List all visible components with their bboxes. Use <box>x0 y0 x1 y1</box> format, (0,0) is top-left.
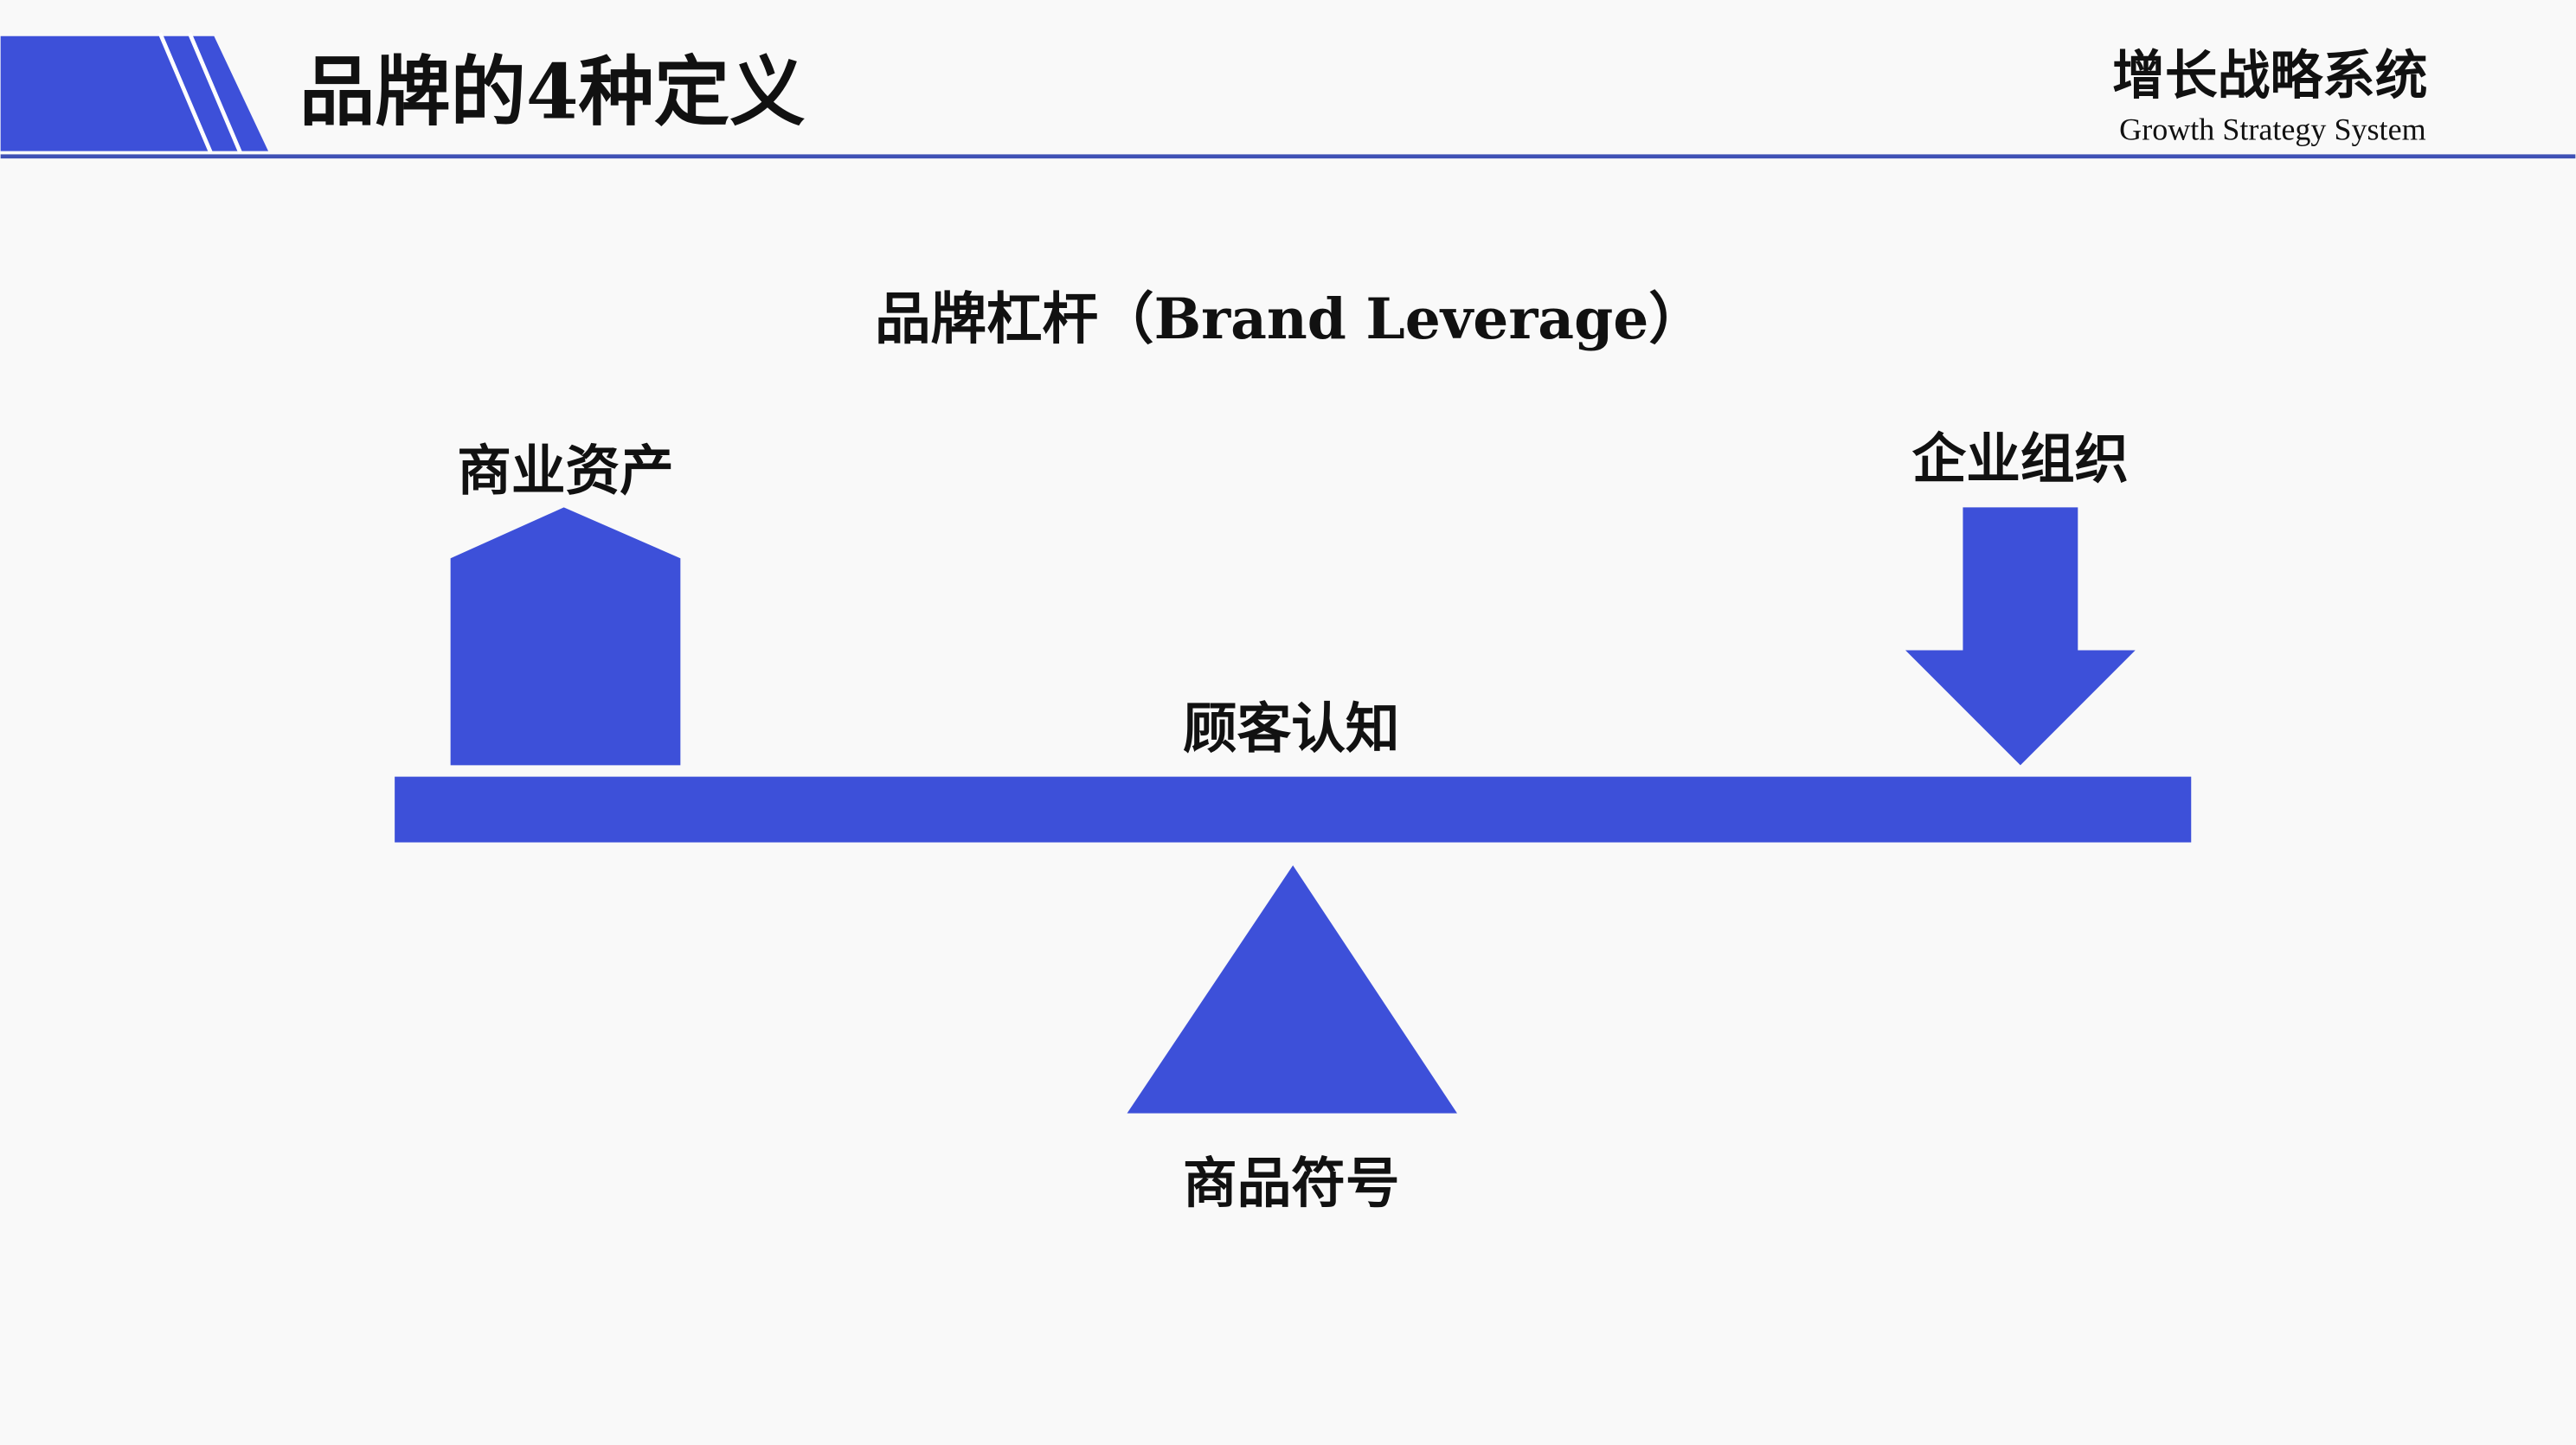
header: 品牌的4种定义 增长战略系统 Growth Strategy System <box>0 32 2576 159</box>
diagram-title: 品牌杠杆（Brand Leverage） <box>875 286 1705 352</box>
header-stripe <box>157 32 213 154</box>
leverage-diagram: 品牌杠杆（Brand Leverage） 商业资产 企业组织 顾客认知 商品符号 <box>395 286 2192 1215</box>
header-stripe <box>187 32 242 154</box>
brand-name-en: Growth Strategy System <box>2119 112 2425 146</box>
fulcrum-label: 商品符号 <box>1183 1151 1399 1215</box>
fulcrum-triangle <box>1127 865 1457 1114</box>
left-weight-label: 商业资产 <box>457 439 673 503</box>
right-force-label: 企业组织 <box>1912 427 2129 491</box>
page-title: 品牌的4种定义 <box>299 48 805 137</box>
header-divider <box>0 154 2576 159</box>
brand-name-cn: 增长战略系统 <box>2112 45 2427 106</box>
lever-beam <box>395 776 2192 843</box>
beam-label: 顾客认知 <box>1183 696 1399 760</box>
header-accent-shape <box>0 35 269 151</box>
house-weight-shape <box>450 507 681 766</box>
down-arrow-icon <box>1905 507 2136 766</box>
